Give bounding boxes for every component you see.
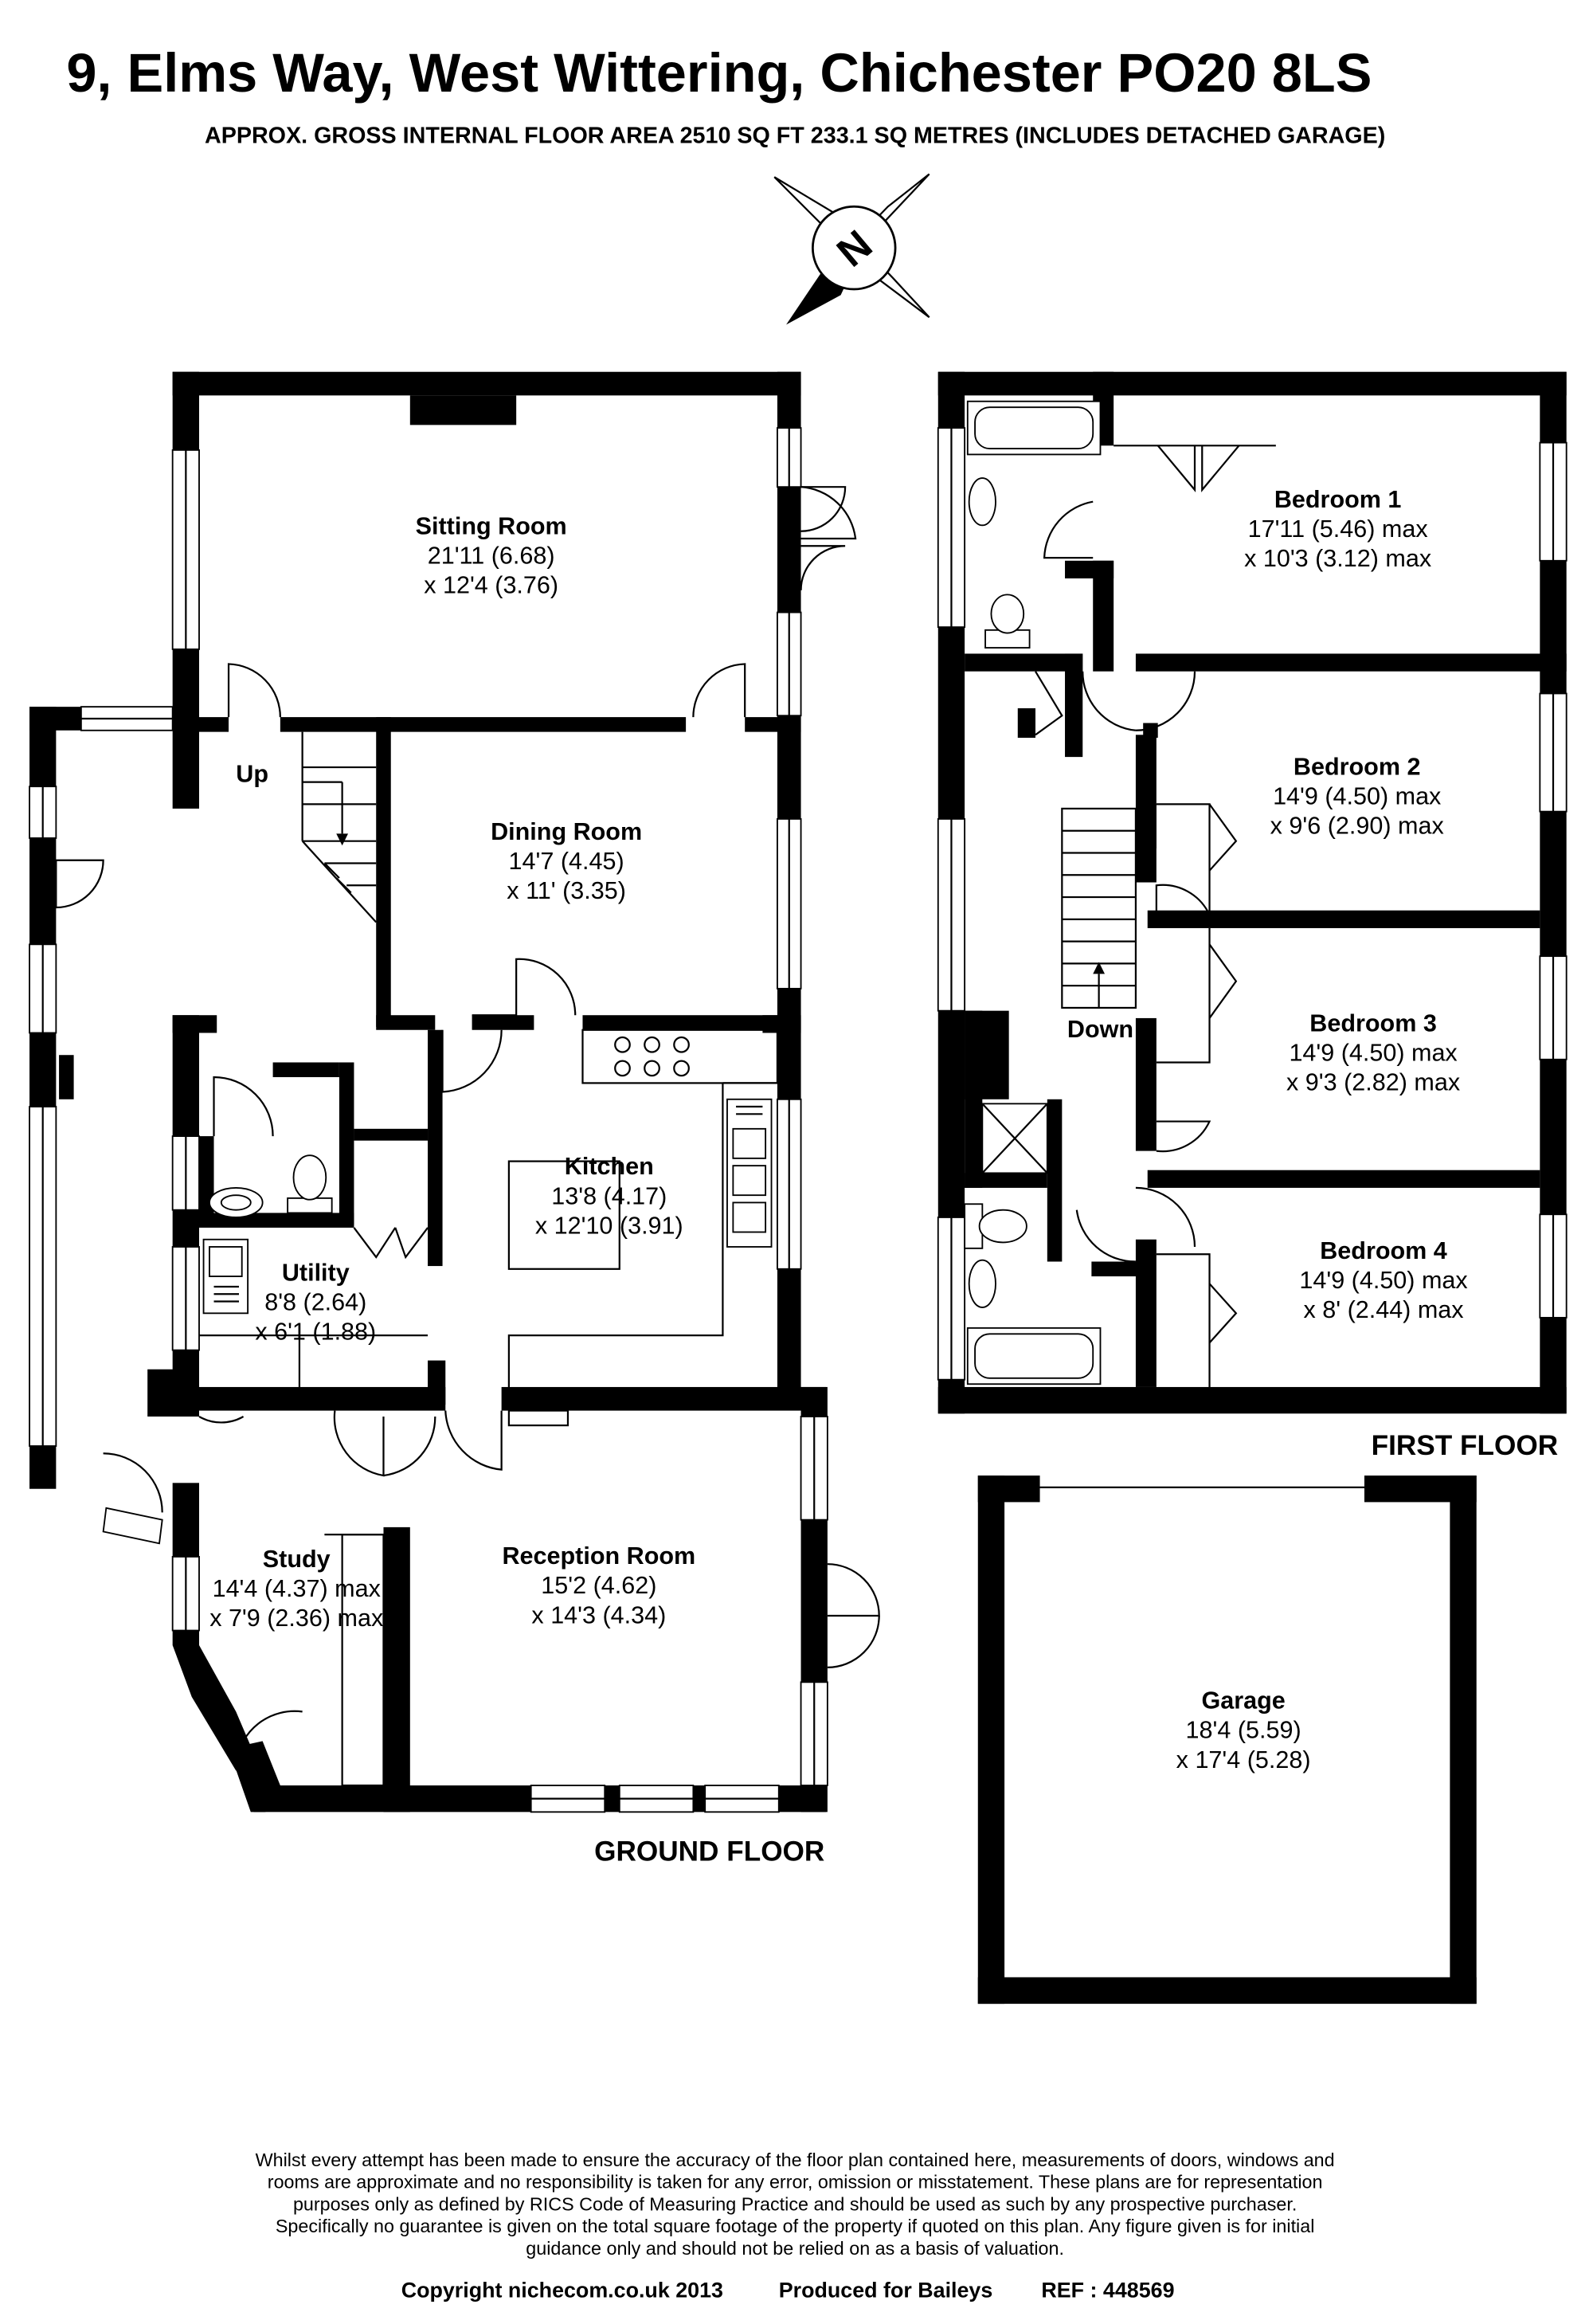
room-dimension: x 7'9 (2.36) max — [209, 1605, 383, 1632]
room-garage: Garage 18'4 (5.59) x 17'4 (5.28) — [1176, 1687, 1311, 1773]
room-dimension: 14'9 (4.50) max — [1273, 782, 1441, 809]
ground-floor-plan — [29, 371, 880, 1813]
room-dimension: 8'8 (2.64) — [264, 1289, 366, 1316]
room-dimension: 14'9 (4.50) max — [1289, 1040, 1457, 1067]
room-dimension: x 9'6 (2.90) max — [1270, 812, 1444, 839]
room-name: Sitting Room — [416, 512, 567, 539]
first-floor-plan — [937, 371, 1568, 1414]
garage-plan — [977, 1476, 1477, 2005]
first-floor-label: FIRST FLOOR — [1372, 1430, 1558, 1461]
first-stairs — [1061, 807, 1137, 1009]
room-dimension: 14'9 (4.50) max — [1299, 1267, 1467, 1294]
room-name: Kitchen — [565, 1153, 654, 1180]
room-name: Bedroom 2 — [1294, 753, 1421, 780]
room-name: Reception Room — [503, 1542, 696, 1570]
room-bedroom-3: Bedroom 3 14'9 (4.50) max x 9'3 (2.82) m… — [1286, 1010, 1460, 1096]
room-dimension: 15'2 (4.62) — [541, 1572, 656, 1599]
disclaimer-line: guidance only and should not be relied o… — [526, 2238, 1064, 2259]
room-dimension: 17'11 (5.46) max — [1248, 515, 1428, 543]
compass-icon: N — [773, 173, 930, 325]
room-dimension: x 6'1 (1.88) — [255, 1319, 376, 1346]
room-name: Dining Room — [491, 818, 642, 845]
copyright-text: Copyright nichecom.co.uk 2013 — [401, 2279, 723, 2302]
room-dimension: 14'4 (4.37) max — [213, 1575, 381, 1602]
room-dimension: 14'7 (4.45) — [509, 848, 624, 875]
room-kitchen: Kitchen 13'8 (4.17) x 12'10 (3.91) — [535, 1153, 683, 1239]
room-dimension: x 12'10 (3.91) — [535, 1212, 683, 1239]
room-name: Utility — [282, 1260, 350, 1287]
room-dimension: x 12'4 (3.76) — [424, 572, 558, 599]
room-dimension: x 17'4 (5.28) — [1176, 1746, 1311, 1773]
room-name: Garage — [1201, 1687, 1285, 1715]
room-bedroom-1: Bedroom 1 17'11 (5.46) max x 10'3 (3.12)… — [1244, 486, 1431, 572]
utility-fittings — [199, 1238, 429, 1387]
cloakroom-fittings — [209, 1154, 333, 1218]
floor-area-subtitle: APPROX. GROSS INTERNAL FLOOR AREA 2510 S… — [205, 123, 1385, 149]
kitchen-fittings — [507, 1029, 779, 1427]
produced-for-text: Produced for Baileys — [779, 2279, 993, 2302]
room-dimension: 13'8 (4.17) — [551, 1182, 667, 1209]
room-name: Bedroom 4 — [1320, 1237, 1447, 1264]
disclaimer-line: Specifically no guarantee is given on th… — [276, 2216, 1315, 2236]
reference-text: REF : 448569 — [1041, 2279, 1174, 2302]
room-dimension: x 14'3 (4.34) — [531, 1601, 666, 1628]
stairs-up-label: Up — [236, 761, 268, 788]
ground-stairs — [301, 731, 378, 923]
disclaimer-line: purposes only as defined by RICS Code of… — [293, 2193, 1297, 2214]
room-name: Study — [263, 1546, 331, 1573]
room-dimension: x 10'3 (3.12) max — [1244, 545, 1431, 572]
room-reception: Reception Room 15'2 (4.62) x 14'3 (4.34) — [503, 1542, 696, 1628]
room-study: Study 14'4 (4.37) max x 7'9 (2.36) max — [209, 1546, 383, 1632]
disclaimer-line: Whilst every attempt has been made to en… — [256, 2150, 1335, 2170]
room-utility: Utility 8'8 (2.64) x 6'1 (1.88) — [255, 1260, 376, 1346]
room-dimension: x 8' (2.44) max — [1304, 1296, 1464, 1323]
room-bedroom-4: Bedroom 4 14'9 (4.50) max x 8' (2.44) ma… — [1299, 1237, 1467, 1323]
room-bedroom-2: Bedroom 2 14'9 (4.50) max x 9'6 (2.90) m… — [1270, 753, 1444, 839]
room-name: Bedroom 1 — [1274, 486, 1402, 513]
page-title: 9, Elms Way, West Wittering, Chichester … — [66, 42, 1372, 104]
room-sitting: Sitting Room 21'11 (6.68) x 12'4 (3.76) — [416, 512, 567, 598]
stairs-down-label: Down — [1067, 1016, 1133, 1043]
room-dimension: x 9'3 (2.82) max — [1286, 1069, 1460, 1096]
ground-floor-label: GROUND FLOOR — [594, 1836, 824, 1867]
room-dining: Dining Room 14'7 (4.45) x 11' (3.35) — [491, 818, 642, 904]
room-dimension: 18'4 (5.59) — [1186, 1717, 1301, 1744]
room-name: Bedroom 3 — [1309, 1010, 1437, 1037]
room-dimension: x 11' (3.35) — [507, 877, 626, 904]
disclaimer-line: rooms are approximate and no responsibil… — [268, 2172, 1323, 2193]
room-dimension: 21'11 (6.68) — [428, 542, 555, 569]
disclaimer: Whilst every attempt has been made to en… — [256, 2150, 1335, 2259]
